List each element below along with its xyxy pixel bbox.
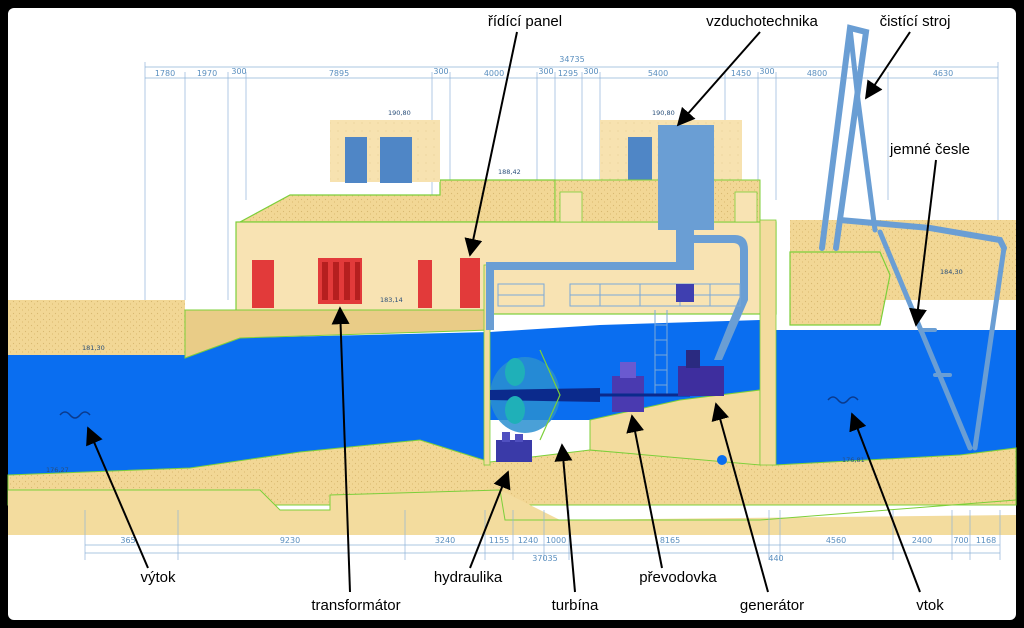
label-jemne-cesle: jemné česle <box>889 141 970 158</box>
top-dim-total: 34735 <box>559 55 584 64</box>
label-transformator: transformátor <box>311 597 400 614</box>
bottom-dim: 9230 <box>280 536 300 545</box>
bottom-dim: 1000 <box>546 536 566 545</box>
arrow-jemne-cesle <box>909 159 937 327</box>
foundation-outline <box>8 489 1017 521</box>
label-vtok: vtok <box>916 597 944 614</box>
top-dim: 4630 <box>933 69 953 78</box>
platform-railings <box>497 283 741 395</box>
bottom-dim: 2400 <box>912 536 932 545</box>
transformer <box>318 258 362 304</box>
arrow-vtok <box>849 412 921 593</box>
top-dim: 300 <box>538 67 553 76</box>
ventilation-ducts <box>486 125 748 360</box>
top-dim: 300 <box>231 67 246 76</box>
water-tailwater <box>8 332 490 475</box>
level-label: 181,30 <box>82 344 105 352</box>
label-vzduchotechnika: vzduchotechnika <box>706 13 818 30</box>
top-dim: 300 <box>759 67 774 76</box>
arrow-hydraulika <box>469 470 511 569</box>
top-dim: 1780 <box>155 69 175 78</box>
top-dim: 300 <box>583 67 598 76</box>
vent-panel <box>345 137 367 183</box>
bottom-dim: 1168 <box>976 536 996 545</box>
arrow-transformator <box>331 306 351 593</box>
label-turbina: turbína <box>552 597 599 614</box>
label-ridici-panel: řídící panel <box>488 13 562 30</box>
level-label: 184,30 <box>940 268 963 276</box>
level-label: 176,27 <box>46 466 69 474</box>
top-dim: 1450 <box>731 69 751 78</box>
level-label: 176,81 <box>842 456 865 464</box>
bottom-dimension-texts: 365 9230 3240 1155 1240 1000 8165 440 45… <box>120 536 996 563</box>
bottom-dim: 440 <box>768 554 783 563</box>
roof-notch <box>734 191 758 223</box>
level-label: 188,42 <box>498 168 521 176</box>
roof-block-right <box>554 179 761 223</box>
switchgear-cabinet <box>252 260 274 308</box>
label-hydraulika: hydraulika <box>434 569 503 586</box>
label-cistici-stroj: čistící stroj <box>880 13 951 30</box>
bottom-dim: 700 <box>953 536 968 545</box>
gearbox <box>600 362 690 412</box>
drain-valve <box>717 455 727 465</box>
bottom-dim: 365 <box>120 536 135 545</box>
callout-labels: řídící panel vzduchotechnika čistící str… <box>140 13 970 614</box>
bottom-dim: 1240 <box>518 536 538 545</box>
crane-motor <box>676 284 694 302</box>
level-label: 190,80 <box>388 109 411 117</box>
callout-arrows <box>86 31 937 593</box>
vent-panel <box>628 137 652 181</box>
floor-slab <box>184 309 491 359</box>
hydraulic-unit <box>496 432 532 462</box>
bottom-dim: 4560 <box>826 536 846 545</box>
switchgear-cabinet <box>418 260 432 308</box>
water-tailwater-upper <box>8 355 188 365</box>
trash-rack-cleaner <box>819 24 1007 451</box>
water-level-markers: 190,80 190,80 188,42 183,14 181,30 184,3… <box>46 109 963 474</box>
water-wave-icon <box>827 396 859 404</box>
label-vytok: výtok <box>140 569 176 586</box>
top-dim: 5400 <box>648 69 668 78</box>
arrow-vzduchotechnika <box>676 31 761 127</box>
arrow-vytok <box>86 426 149 569</box>
roof-notch <box>559 191 583 223</box>
ground-left <box>8 300 185 358</box>
arrow-turbina <box>554 443 576 593</box>
level-label: 183,14 <box>380 296 403 304</box>
top-dim: 4000 <box>484 69 504 78</box>
arrow-cistici-stroj <box>865 31 911 100</box>
bottom-dim: 1155 <box>489 536 509 545</box>
top-dim: 4800 <box>807 69 827 78</box>
top-dimension-texts: 34735 1780 1970 300 7895 300 4000 300 12… <box>155 55 953 78</box>
vent-panel <box>380 137 412 183</box>
label-generator: generátor <box>740 597 804 614</box>
bottom-dim: 3240 <box>435 536 455 545</box>
control-panel <box>460 258 480 308</box>
right-wall <box>759 219 777 466</box>
level-label: 190,80 <box>652 109 675 117</box>
bottom-dim-total: 37035 <box>532 554 557 563</box>
top-dim: 1295 <box>558 69 578 78</box>
turbine <box>490 349 600 441</box>
top-dim: 300 <box>433 67 448 76</box>
label-prevodovka: převodovka <box>639 569 717 586</box>
bottom-dimension-lines <box>84 510 1001 560</box>
arrow-ridici-panel <box>464 31 518 257</box>
bottom-dim: 8165 <box>660 536 680 545</box>
top-dim: 7895 <box>329 69 349 78</box>
intake-block <box>789 251 891 326</box>
arrow-prevodovka <box>626 414 663 569</box>
top-dim: 1970 <box>197 69 217 78</box>
foundation <box>8 490 1016 535</box>
generator <box>678 350 724 396</box>
arrow-generator <box>711 402 769 593</box>
water-wave-icon <box>59 411 91 419</box>
